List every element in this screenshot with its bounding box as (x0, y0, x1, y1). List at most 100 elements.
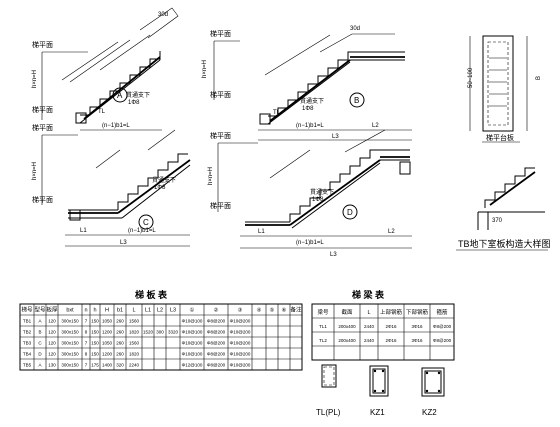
stair-table-cell: 320 (116, 363, 124, 368)
level-bottom-label-d: 梯平面 (210, 201, 231, 210)
dim-l1-c: L1 (80, 228, 87, 234)
height-dim-c: h×n=H (32, 162, 38, 180)
rebar-size-d: 1Φ8 (312, 197, 324, 203)
stair-table-cell: 2240 (129, 363, 140, 368)
stair-table-cell: TB5 (23, 363, 32, 368)
section-tl: TL(PL) (316, 364, 341, 417)
stair-table-cell: 300x150 (61, 330, 79, 335)
table-header-cell: L2 (157, 308, 163, 314)
table-header-cell: 箍筋 (436, 308, 448, 316)
table-header-cell: 备注 (290, 306, 302, 314)
member-sections: TL(PL) KZ1 KZ2 (316, 364, 445, 417)
stair-table-cell: A (38, 363, 41, 368)
level-bottom-label-c: 梯平面 (32, 195, 53, 204)
table-header-cell: ④ (257, 307, 262, 314)
stair-table-cell: 1200 (102, 352, 113, 357)
dim-nb-a: (n−1)b1=L (102, 123, 130, 129)
stair-table-cell: 8 (85, 352, 88, 357)
stair-schedule-table: 梯 板 表 梯号TB1TB2TB3TB4TB5型号ABCDA板厚12012012… (19, 289, 303, 371)
dim-l3-d: L3 (330, 252, 337, 258)
stair-table-cell: Φ8@200 (207, 352, 226, 357)
stair-table-cell: 300x150 (61, 319, 79, 324)
platform-dim-v: 50~100 (468, 67, 474, 88)
stair-type-a: 梯平面 梯平面 h×n=H 30d 貫通支下 1Φ8 A TL (n−1)b1=… (32, 7, 179, 131)
stair-table-cell: 120 (48, 352, 56, 357)
stair-table-cell: 1400 (102, 363, 113, 368)
table-header-cell: 梁号 (317, 308, 329, 316)
stair-table-cell: C (38, 341, 42, 346)
platform-title: 梯平台板 (486, 133, 514, 142)
level-top-label-c: 梯平面 (32, 123, 53, 132)
beam-table-cell: 2Φ16 (385, 338, 397, 343)
table-header-cell: 上部钢筋 (380, 308, 403, 316)
table-header-cell: ③ (238, 307, 243, 314)
stair-table-cell: Φ10@200 (230, 341, 251, 346)
stair-type-b: 梯平面 梯平面 h×n=H 30d 貫通支下 1Φ8 B TL (n−1)b1=… (202, 26, 412, 141)
table-header-cell: h (93, 308, 96, 314)
stair-table-cell: 120 (48, 319, 56, 324)
stair-table-cell: A (38, 319, 41, 324)
dim-l1-d: L1 (258, 229, 265, 235)
stair-table-cell: B (38, 330, 41, 335)
table-header-cell: 型号 (34, 306, 46, 314)
stair-table-cell: 1560 (129, 341, 140, 346)
stair-table-cell: 260 (116, 352, 124, 357)
dim-l2-d: L2 (388, 229, 395, 235)
level-top-label-d: 梯平面 (210, 131, 231, 140)
stair-table-cell: 150 (91, 341, 99, 346)
stair-table-cell: 300x150 (61, 352, 79, 357)
stair-table-cell: 1560 (129, 319, 140, 324)
table-header-cell: bxt (66, 308, 74, 314)
stair-type-d: 梯平面 梯平面 h×n=H 貫通支下 1Φ8 D L1 (n−1)b1=L L2… (208, 129, 412, 258)
stair-table-cell: 1050 (102, 341, 113, 346)
table-header-cell: ⑥ (282, 307, 287, 314)
stair-table-cell: Φ10@200 (230, 319, 251, 324)
stair-table-cell: 150 (91, 330, 99, 335)
stair-table-cell: 1520 (143, 330, 154, 335)
stair-mark-d: D (347, 208, 353, 217)
stair-table-grid: 梯号TB1TB2TB3TB4TB5型号ABCDA板厚12012012012013… (19, 303, 303, 371)
dim-l2-b: L2 (372, 123, 379, 129)
rebar-note-a: 貫通支下 (126, 91, 150, 99)
stair-table-cell: 300x150 (61, 341, 79, 346)
height-dim-d: h×n=H (208, 167, 214, 185)
stair-table-cell: TB4 (23, 352, 32, 357)
platform-dim-l: B (536, 76, 542, 80)
rebar-size-b: 1Φ8 (302, 106, 314, 112)
beam-table-cell: 2Φ16 (385, 324, 397, 329)
section-label-3: KZ2 (422, 408, 437, 417)
stair-mark-b: B (354, 96, 359, 105)
height-dim-b: h×n=H (202, 60, 208, 78)
stair-table-cell: TB3 (23, 341, 32, 346)
beam-schedule-table: 梯 梁 表 梁号TL1TL2截面200x400200x400L24402440上… (311, 289, 455, 361)
table-header-cell: L (367, 310, 370, 316)
stair-table-cell: 300x150 (61, 363, 79, 368)
stair-mark-c: C (143, 218, 149, 227)
stair-table-cell: Φ10@200 (230, 352, 251, 357)
dim-tl-b: TL (273, 110, 281, 116)
table-header-cell: L1 (145, 308, 151, 314)
height-dim-a: h×n=H (32, 70, 38, 88)
beam-table-cell: 3Φ16 (411, 338, 423, 343)
stair-table-cell: Φ8@200 (207, 319, 226, 324)
table-header-cell: n (84, 308, 87, 314)
section-kz2: KZ2 (421, 367, 445, 417)
beam-table-cell: Φ8@200 (433, 338, 452, 343)
stair-table-cell: Φ10@200 (230, 363, 251, 368)
table-header-cell: ① (190, 307, 195, 314)
stair-table-cell: 7 (85, 319, 88, 324)
section-label-1: TL(PL) (316, 408, 341, 417)
rebar-size-a: 1Φ8 (128, 100, 140, 106)
dim-30d-b: 30d (350, 26, 360, 32)
level-bottom-label-b: 梯平面 (210, 90, 231, 99)
stair-table-cell: 8 (85, 330, 88, 335)
stair-table-cell: Φ10@100 (182, 319, 203, 324)
rebar-note-c: 貫通支下 (152, 176, 176, 184)
stair-table-cell: Φ10@100 (182, 330, 203, 335)
stair-table-cell: 120 (48, 341, 56, 346)
table-header-cell: 板厚 (46, 306, 58, 314)
stair-mark-a: A (117, 91, 123, 100)
dim-nb-b: (n−1)b1=L (296, 123, 324, 129)
stair-table-cell: 1050 (102, 319, 113, 324)
